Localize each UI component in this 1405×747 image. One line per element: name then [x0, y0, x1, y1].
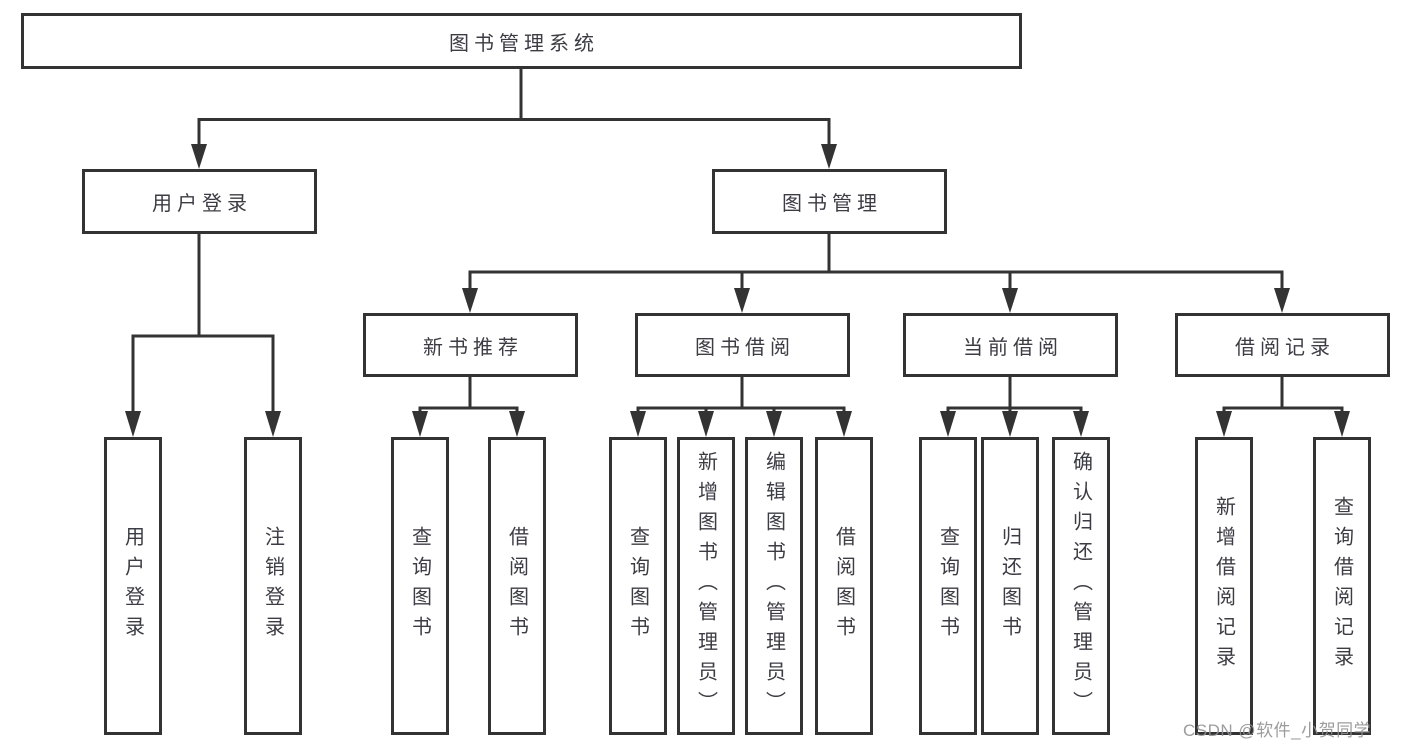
leaf-query-books-1: 查询图书	[391, 437, 449, 735]
leaf-confirm-return-admin: 确认归还（管理员）	[1052, 437, 1110, 735]
leaf-logout: 注销登录	[244, 437, 302, 735]
node-new-book-recommend: 新书推荐	[363, 313, 578, 377]
node-current-borrow: 当前借阅	[903, 313, 1118, 377]
leaf-add-borrow-record: 新增借阅记录	[1195, 437, 1253, 735]
leaf-query-books-2: 查询图书	[609, 437, 667, 735]
leaf-add-books-admin: 新增图书（管理员）	[677, 437, 735, 735]
leaf-edit-books-admin: 编辑图书（管理员）	[745, 437, 803, 735]
csdn-watermark: CSDN @软件_小贺同学	[1183, 721, 1372, 740]
node-root: 图书管理系统	[21, 13, 1022, 69]
leaf-return-books: 归还图书	[981, 437, 1039, 735]
leaf-borrow-books-1: 借阅图书	[488, 437, 546, 735]
leaf-query-borrow-record: 查询借阅记录	[1313, 437, 1371, 735]
leaf-user-login: 用户登录	[104, 437, 162, 735]
leaf-query-books-3: 查询图书	[919, 437, 977, 735]
arrowheads	[125, 144, 1350, 437]
node-book-management: 图书管理	[712, 169, 947, 234]
node-user-login: 用户登录	[82, 169, 317, 234]
leaf-borrow-books-2: 借阅图书	[815, 437, 873, 735]
node-borrow-records: 借阅记录	[1175, 313, 1390, 377]
node-book-borrow: 图书借阅	[635, 313, 850, 377]
